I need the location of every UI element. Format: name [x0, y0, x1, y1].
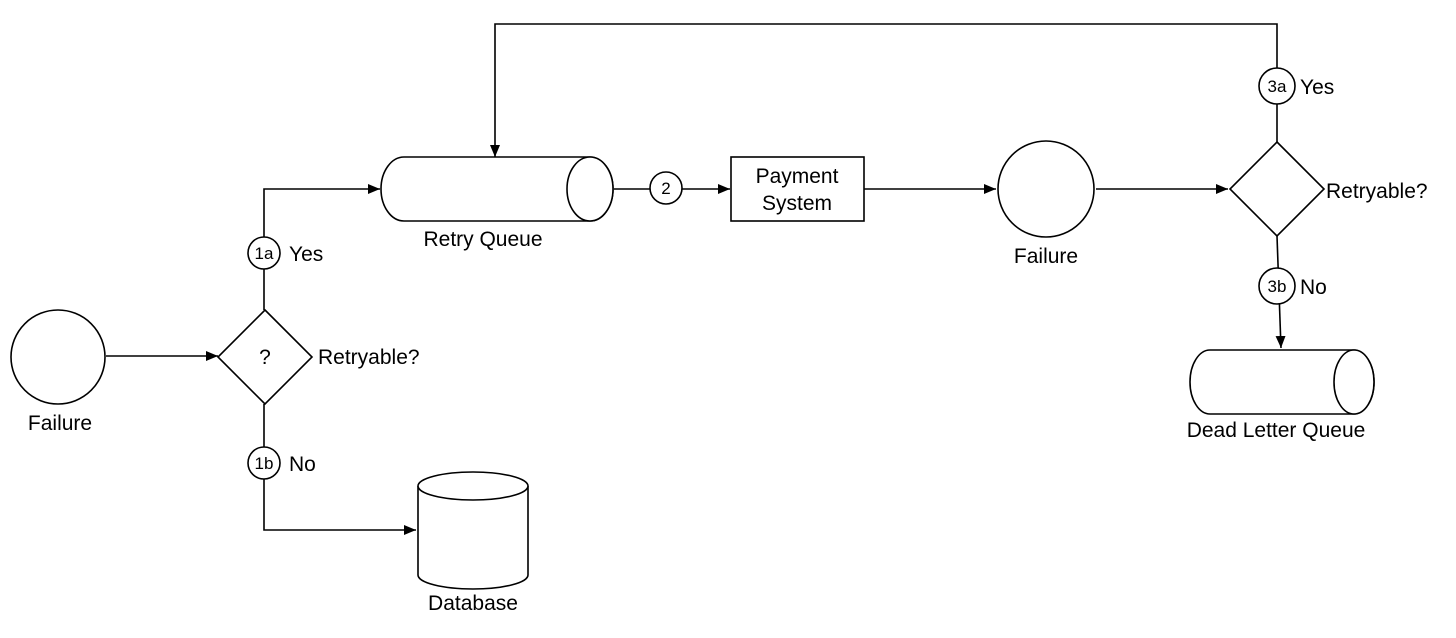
database-label: Database	[428, 592, 518, 615]
badge-1a: 1a	[247, 236, 281, 270]
badge-3a: 3a	[1258, 67, 1296, 105]
edge-label-1a-yes: Yes	[289, 243, 323, 266]
payment-system-box	[730, 156, 865, 222]
badge-3b: 3b	[1258, 267, 1296, 305]
dead-letter-queue-cylinder	[1189, 349, 1375, 415]
svg-text:3a: 3a	[1268, 77, 1287, 96]
dead-letter-queue-label: Dead Letter Queue	[1187, 419, 1366, 442]
failure-label-2: Failure	[1014, 245, 1078, 268]
edge-label-3a-yes: Yes	[1300, 76, 1334, 99]
svg-text:2: 2	[661, 179, 670, 198]
svg-text:3b: 3b	[1268, 277, 1287, 296]
svg-text:1b: 1b	[255, 454, 274, 473]
badge-1b: 1b	[247, 446, 281, 480]
badge-2: 2	[649, 171, 683, 205]
retry-queue-label: Retry Queue	[423, 228, 542, 251]
retry-queue-cylinder	[380, 156, 614, 222]
edge-3a-yes-back-to-retry-queue	[490, 23, 1278, 157]
decision-symbol: ?	[259, 346, 271, 369]
decision-label-1: Retryable?	[318, 346, 420, 369]
decision-label-2: Retryable?	[1326, 180, 1428, 203]
database-cylinder	[417, 471, 529, 590]
decision-diamond-1	[216, 308, 314, 406]
payment-system-label-line1: Payment	[756, 165, 839, 188]
edge-label-3b-no: No	[1300, 276, 1327, 299]
failure-node-2	[997, 140, 1095, 238]
failure-node-1	[10, 309, 106, 405]
decision-diamond-2	[1228, 140, 1326, 238]
svg-text:1a: 1a	[255, 244, 274, 263]
failure-label-1: Failure	[28, 412, 92, 435]
edge-label-1b-no: No	[289, 453, 316, 476]
edge-1b-no-to-database	[263, 404, 416, 535]
payment-system-label-line2: System	[762, 192, 832, 215]
